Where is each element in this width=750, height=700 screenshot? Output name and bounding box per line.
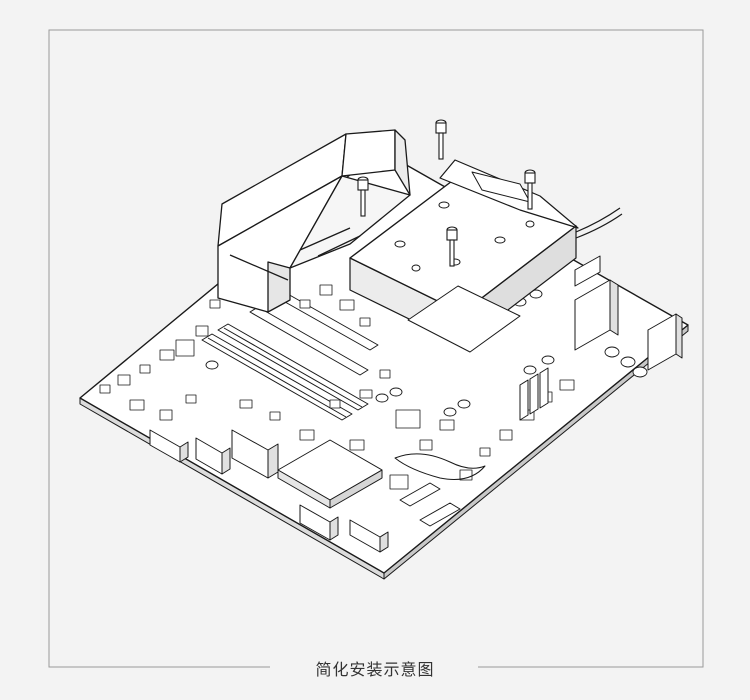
surface-components: [99, 284, 575, 490]
diagram-caption: 简化安装示意图: [315, 660, 435, 679]
bottom-connectors: [149, 429, 461, 553]
vrm-heatsink: [217, 129, 411, 313]
screw-icon: [435, 119, 447, 160]
frame-border: [48, 29, 704, 668]
screws: [357, 119, 536, 267]
screw-icon: [524, 169, 536, 210]
rear-io: [574, 255, 683, 371]
screw-icon: [357, 176, 369, 217]
memory-slots: [519, 367, 549, 421]
cpu-waterblock: [349, 159, 623, 353]
board-logo: [394, 453, 486, 480]
screw-icon: [446, 226, 458, 267]
chipset-heatsink: [231, 429, 383, 509]
